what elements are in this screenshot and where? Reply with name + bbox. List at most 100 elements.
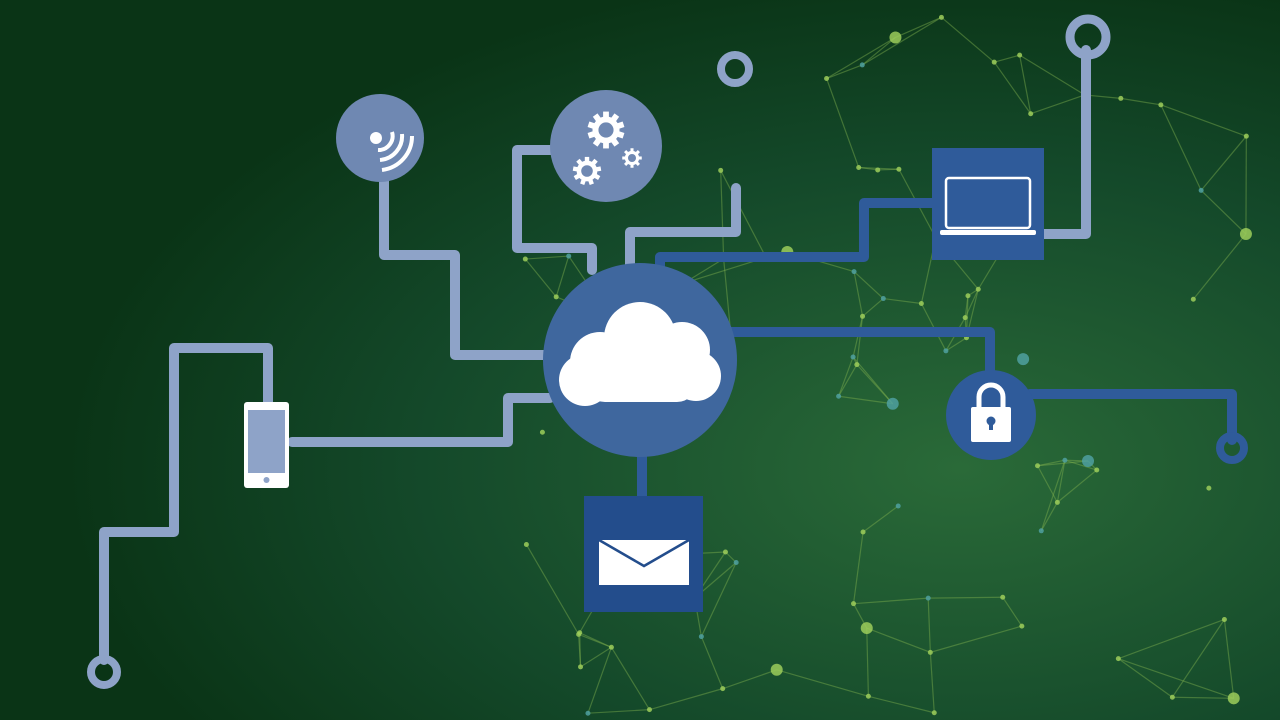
- mesh-line: [1030, 94, 1085, 115]
- mesh-line: [1120, 97, 1161, 106]
- mesh-line: [649, 688, 723, 711]
- mesh-line: [525, 255, 569, 260]
- mesh-node: [938, 14, 944, 20]
- lock-icon: [946, 370, 1036, 460]
- mesh-line: [578, 633, 612, 648]
- mesh-line: [862, 298, 884, 317]
- mesh-line: [1118, 658, 1234, 699]
- mesh-line: [720, 170, 725, 259]
- mesh-line: [826, 78, 860, 168]
- mesh-node: [539, 429, 545, 435]
- mesh-line: [578, 634, 582, 667]
- mesh-node: [576, 631, 582, 637]
- cloud-icon: [543, 263, 737, 457]
- mesh-line: [580, 646, 612, 668]
- mesh-line: [861, 16, 942, 66]
- mesh-node: [1169, 694, 1175, 700]
- mesh-node: [1054, 499, 1060, 505]
- mesh-line: [1002, 596, 1023, 627]
- mesh-line: [722, 669, 777, 690]
- gears-icon: [550, 90, 662, 202]
- mesh-node: [1118, 95, 1124, 101]
- mesh-line: [1171, 619, 1225, 698]
- connector-wifi-cloud: [379, 155, 553, 360]
- mesh-line: [883, 297, 922, 305]
- mesh-node: [722, 549, 728, 555]
- network-mesh: [522, 14, 1252, 716]
- mesh-line: [1019, 55, 1032, 114]
- mesh-node: [965, 293, 971, 299]
- mail-icon: [584, 496, 703, 612]
- mesh-node: [851, 601, 857, 607]
- mesh-line: [838, 395, 893, 405]
- mesh-line: [927, 598, 931, 653]
- ring-endpoint-bottom-left: [87, 655, 121, 689]
- mesh-line: [1118, 618, 1225, 660]
- ring-endpoint-top: [717, 51, 753, 87]
- mesh-line: [861, 37, 896, 66]
- mesh-line: [853, 597, 929, 605]
- mesh-node: [1094, 467, 1100, 473]
- mesh-line: [1118, 658, 1173, 698]
- mesh-line: [994, 54, 1020, 63]
- mesh-line: [929, 652, 935, 713]
- mesh-line: [877, 168, 899, 171]
- mesh-node: [850, 354, 856, 360]
- mesh-node: [896, 166, 902, 172]
- mesh-line: [579, 632, 612, 648]
- mesh-line: [866, 627, 931, 653]
- mesh-line: [725, 551, 737, 563]
- mesh-node: [860, 529, 866, 535]
- mesh-node: [859, 62, 865, 68]
- mesh-node: [608, 644, 614, 650]
- mesh-node: [1239, 227, 1252, 240]
- mesh-line: [1036, 465, 1058, 503]
- connector-cloud-laptop: [655, 198, 940, 273]
- mesh-node: [553, 294, 559, 300]
- mesh-node: [1000, 594, 1006, 600]
- mesh-node: [931, 710, 937, 716]
- smartphone-icon: [244, 402, 289, 488]
- connector-gears-cloud: [512, 145, 597, 275]
- mesh-node: [523, 542, 529, 548]
- connector-phone-up: [99, 343, 273, 665]
- mesh-node: [718, 167, 724, 173]
- mesh-line: [930, 625, 1023, 653]
- mesh-line: [838, 364, 858, 397]
- mesh-node: [1158, 102, 1164, 108]
- mesh-line: [1192, 233, 1247, 300]
- mesh-line: [1037, 460, 1089, 467]
- mesh-node: [918, 301, 924, 307]
- mesh-node: [889, 31, 902, 44]
- mesh-node: [886, 397, 899, 410]
- mesh-line: [1200, 135, 1247, 191]
- connector-laptop-node: [1035, 45, 1091, 239]
- mesh-line: [852, 356, 894, 405]
- connectors-dark: [637, 198, 1237, 505]
- mesh-node: [1115, 656, 1121, 662]
- mesh-node: [860, 313, 866, 319]
- mesh-line: [853, 271, 864, 317]
- mesh-line: [555, 255, 570, 298]
- mesh-line: [1037, 459, 1066, 467]
- mesh-node: [1017, 52, 1023, 58]
- mesh-line: [928, 596, 1003, 599]
- mesh-line: [1019, 54, 1086, 96]
- mesh-node: [1019, 623, 1025, 629]
- connectors-light: [99, 45, 1091, 665]
- mesh-node: [925, 595, 931, 601]
- mesh-node: [854, 362, 860, 368]
- mesh-node: [880, 296, 886, 302]
- mesh-node: [927, 649, 933, 655]
- mesh-node: [943, 348, 949, 354]
- mesh-line: [941, 16, 995, 63]
- laptop-icon: [932, 148, 1044, 260]
- mesh-line: [964, 295, 969, 318]
- mesh-line: [856, 316, 864, 365]
- mesh-node: [895, 503, 901, 509]
- mesh-node: [733, 560, 739, 566]
- mesh-line: [1064, 459, 1097, 471]
- mesh-line: [868, 695, 935, 714]
- mesh-line: [852, 531, 864, 604]
